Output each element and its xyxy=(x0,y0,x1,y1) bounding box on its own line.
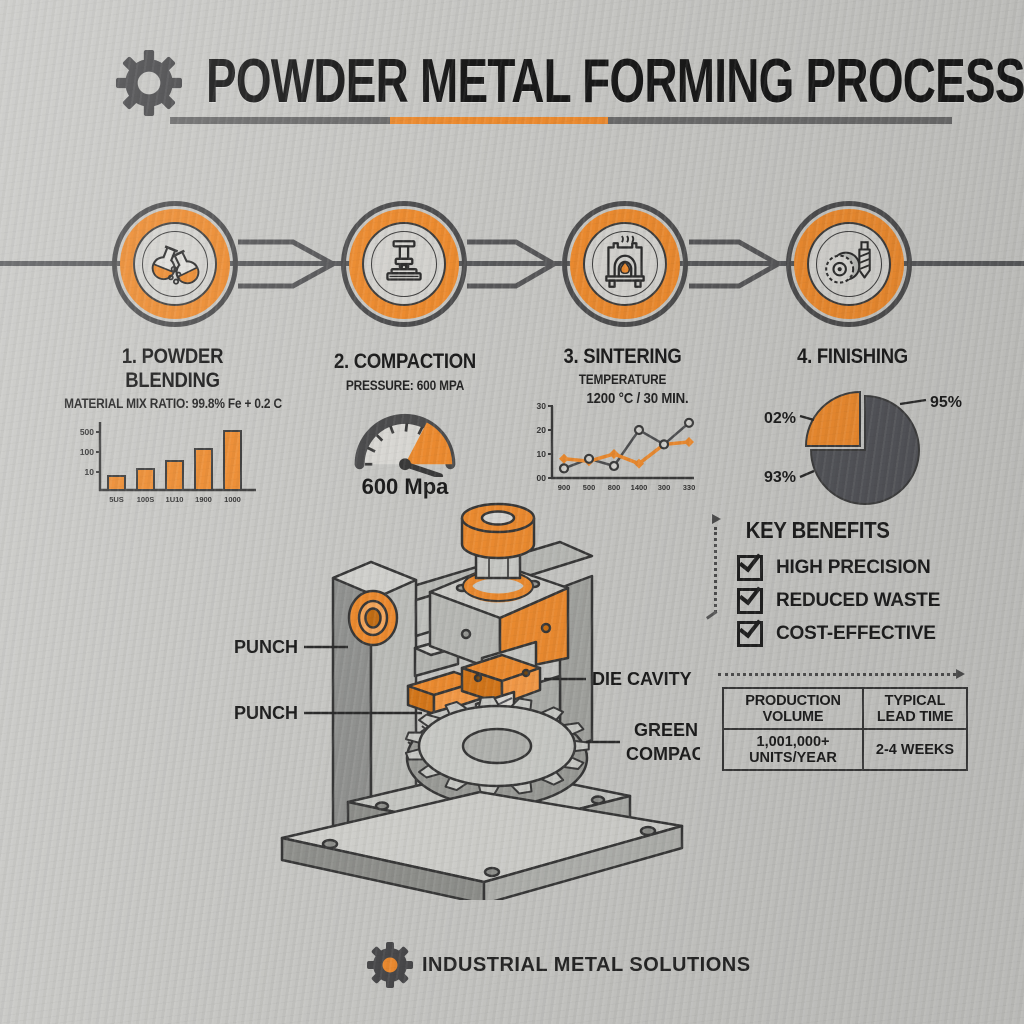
benefit-item: REDUCED WASTE xyxy=(737,584,940,617)
pie-label-02: 02% xyxy=(764,410,796,427)
station-inner-ring xyxy=(592,231,658,297)
press-machine-diagram: PUNCH PUNCH DIE CAVITY GREEN COMPACT xyxy=(234,502,700,900)
svg-text:10: 10 xyxy=(85,467,95,477)
step2-subtitle: PRESSURE: 600 MPA xyxy=(345,378,465,393)
footer-gear-icon xyxy=(367,942,413,988)
svg-text:800: 800 xyxy=(608,483,621,492)
connector-arrow-1 xyxy=(238,239,339,289)
svg-text:5US: 5US xyxy=(109,495,124,504)
header-gear-icon xyxy=(116,50,182,116)
svg-text:10: 10 xyxy=(537,449,547,459)
svg-text:330: 330 xyxy=(683,483,696,492)
benefit-label: HIGH PRECISION xyxy=(776,556,931,578)
station-inner-ring xyxy=(371,231,437,297)
svg-text:1U10: 1U10 xyxy=(166,495,184,504)
machine-label-green-compact-2: COMPACT xyxy=(626,744,700,764)
production-spec-table: PRODUCTION VOLUME TYPICAL LEAD TIME 1,00… xyxy=(722,687,968,771)
benefits-list: HIGH PRECISION REDUCED WASTE COST-EFFECT… xyxy=(737,551,940,650)
benefits-title: KEY BENEFITS xyxy=(745,517,890,543)
sintering-line-chart: 30 20 10 00 900 500 800 1400 300 330 xyxy=(537,401,696,492)
press-icon xyxy=(386,240,422,281)
machine-label-green-compact-1: GREEN xyxy=(634,720,698,740)
benefit-item: HIGH PRECISION xyxy=(737,551,940,584)
station-inner-ring xyxy=(816,231,882,297)
step3-title: 3. SINTERING xyxy=(563,345,682,368)
pie-label-95: 95% xyxy=(930,394,962,411)
svg-text:1400: 1400 xyxy=(631,483,648,492)
machine-label-die-cavity: DIE CAVITY xyxy=(592,669,692,689)
step2-title: 2. COMPACTION xyxy=(333,350,477,373)
compaction-gauge xyxy=(354,413,456,477)
connector-arrow-2 xyxy=(467,239,559,289)
table-header-volume: PRODUCTION VOLUME xyxy=(722,687,864,730)
svg-text:900: 900 xyxy=(558,483,571,492)
svg-text:300: 300 xyxy=(658,483,671,492)
footer-brand: INDUSTRIAL METAL SOLUTIONS xyxy=(422,954,751,976)
svg-text:500: 500 xyxy=(583,483,596,492)
table-header-leadtime: TYPICAL LEAD TIME xyxy=(862,687,968,730)
connector-arrow-3 xyxy=(689,239,784,289)
timeline-line xyxy=(0,261,1024,266)
step1-title: 1. POWDER BLENDING xyxy=(121,345,224,392)
table-cell-leadtime: 2-4 WEEKS xyxy=(862,728,968,771)
svg-text:100S: 100S xyxy=(137,495,155,504)
title-underline-accent xyxy=(390,117,608,124)
step3-subtitle2: 1200 °C / 30 MIN. xyxy=(586,390,689,407)
svg-text:100: 100 xyxy=(80,447,94,457)
svg-text:20: 20 xyxy=(537,425,547,435)
step4-title: 4. FINISHING xyxy=(797,345,908,368)
step1-subtitle: MATERIAL MIX RATIO: 99.8% Fe + 0.2 C xyxy=(64,396,282,411)
benefit-label: REDUCED WASTE xyxy=(776,589,941,611)
benefits-dotted-line xyxy=(714,527,717,613)
checkbox-check-icon xyxy=(737,620,763,647)
svg-text:500: 500 xyxy=(80,427,94,437)
pie-label-93: 93% xyxy=(764,469,796,486)
powder-blend-bar-chart: 500 100 10 5US 100S 1U10 1900 1000 xyxy=(80,422,256,504)
machine-label-punch-upper: PUNCH xyxy=(234,637,298,657)
table-arrow-icon xyxy=(956,669,965,679)
table-cell-volume: 1,001,000+ UNITS/YEAR xyxy=(722,728,864,771)
grinder-drill-icon xyxy=(825,241,871,284)
title-underline xyxy=(170,117,952,124)
station-inner-ring xyxy=(142,231,208,297)
checkbox-check-icon xyxy=(737,554,763,581)
table-dotted-line xyxy=(718,673,956,676)
station-sintering xyxy=(562,201,688,327)
furnace-icon xyxy=(605,235,645,288)
finishing-pie-chart: 95% 02% 93% xyxy=(764,390,962,505)
benefits-arrow-icon xyxy=(712,514,721,524)
machine-label-punch-lower: PUNCH xyxy=(234,703,298,723)
svg-text:1000: 1000 xyxy=(224,495,241,504)
gauge-value-label: 600 Mpa xyxy=(361,474,449,499)
benefit-label: COST-EFFECTIVE xyxy=(776,622,936,644)
step3-subtitle: TEMPERATURE xyxy=(578,372,667,387)
station-finishing xyxy=(786,201,912,327)
flasks-icon xyxy=(151,245,200,285)
svg-text:00: 00 xyxy=(537,473,547,483)
station-compaction xyxy=(341,201,467,327)
svg-text:1900: 1900 xyxy=(195,495,212,504)
benefit-item: COST-EFFECTIVE xyxy=(737,617,940,650)
page-title: POWDER METAL FORMING PROCESS xyxy=(206,47,1024,116)
svg-text:30: 30 xyxy=(537,401,547,411)
station-blending xyxy=(112,201,238,327)
checkbox-check-icon xyxy=(737,587,763,614)
